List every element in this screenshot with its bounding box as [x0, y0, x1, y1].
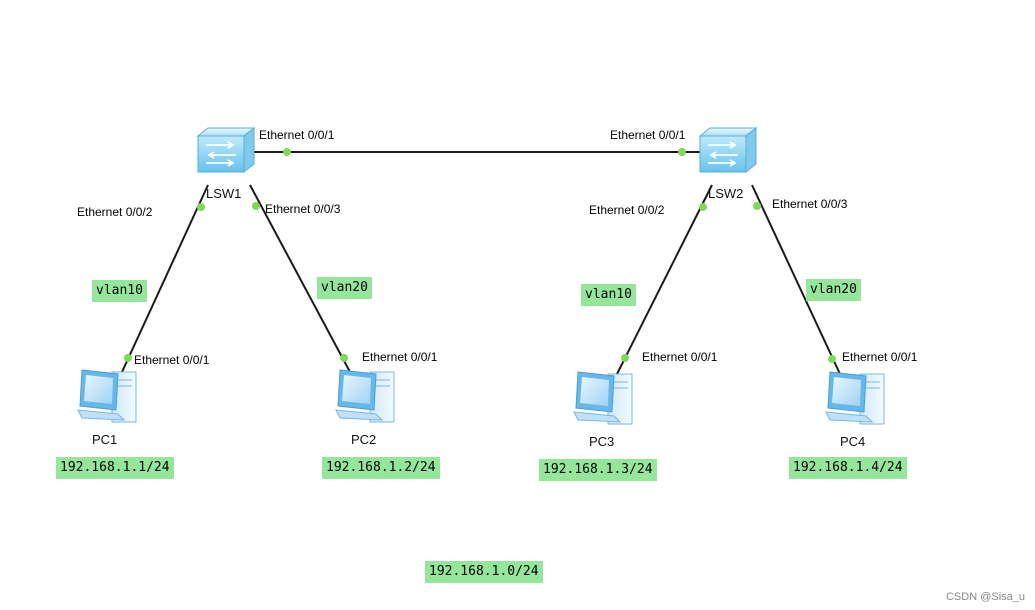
port-label-pc4: Ethernet 0/0/1 [842, 350, 918, 364]
port-label-lsw1-e003: Ethernet 0/0/3 [265, 202, 341, 216]
pc3-icon[interactable] [573, 371, 633, 425]
pc2-icon[interactable] [335, 369, 395, 423]
port-dots [124, 148, 836, 363]
port-dot-pc2 [340, 354, 348, 362]
port-dot-lsw2-e002 [699, 203, 707, 211]
switch-lsw1-icon[interactable] [197, 127, 255, 173]
pc3-label: PC3 [589, 434, 615, 449]
port-dot-pc3 [621, 354, 629, 362]
port-label-lsw2-e002: Ethernet 0/0/2 [589, 203, 665, 217]
port-label-pc1: Ethernet 0/0/1 [134, 353, 210, 367]
link-lsw1-pc2[interactable] [249, 184, 351, 373]
port-dot-lsw1-e001 [283, 148, 291, 156]
switch-lsw2-icon[interactable] [699, 127, 757, 173]
ip-tag-pc3: 192.168.1.3/24 [539, 459, 657, 481]
port-label-lsw2-uplink: Ethernet 0/0/1 [610, 128, 686, 142]
port-dot-lsw1-e003 [252, 202, 260, 210]
port-label-pc3: Ethernet 0/0/1 [642, 350, 718, 364]
vlan-tag-pc4-link: vlan20 [806, 279, 861, 301]
switch-lsw1-label: LSW1 [206, 186, 242, 201]
port-dot-lsw2-e003 [753, 202, 761, 210]
port-label-lsw2-e003: Ethernet 0/0/3 [772, 197, 848, 211]
pc4-icon[interactable] [825, 371, 885, 425]
port-dot-pc1 [124, 354, 132, 362]
watermark: CSDN @Sisa_u [945, 591, 1025, 603]
port-label-lsw1-e002: Ethernet 0/0/2 [77, 205, 153, 219]
switch-lsw2-label: LSW2 [708, 186, 744, 201]
vlan-tag-pc3-link: vlan10 [581, 284, 636, 306]
link-lsw2-pc4[interactable] [751, 184, 841, 375]
vlan-tag-pc2-link: vlan20 [317, 277, 372, 299]
port-dot-lsw2-e001 [678, 148, 686, 156]
link-lsw2-pc3[interactable] [616, 184, 713, 375]
pc1-icon[interactable] [77, 369, 137, 423]
port-dot-pc4 [828, 355, 836, 363]
network-tag: 192.168.1.0/24 [425, 561, 543, 583]
pc4-label: PC4 [840, 434, 866, 449]
ip-tag-pc1: 192.168.1.1/24 [56, 457, 174, 479]
vlan-tag-pc1-link: vlan10 [92, 280, 147, 302]
port-label-pc2: Ethernet 0/0/1 [362, 350, 438, 364]
port-dot-lsw1-e002 [197, 203, 205, 211]
ip-tag-pc2: 192.168.1.2/24 [322, 457, 440, 479]
link-lsw1-pc1[interactable] [121, 184, 209, 373]
links [121, 151, 841, 375]
port-label-lsw1-uplink: Ethernet 0/0/1 [259, 128, 335, 142]
pc1-label: PC1 [92, 432, 118, 447]
ip-tag-pc4: 192.168.1.4/24 [789, 457, 907, 479]
pc2-label: PC2 [351, 432, 377, 447]
